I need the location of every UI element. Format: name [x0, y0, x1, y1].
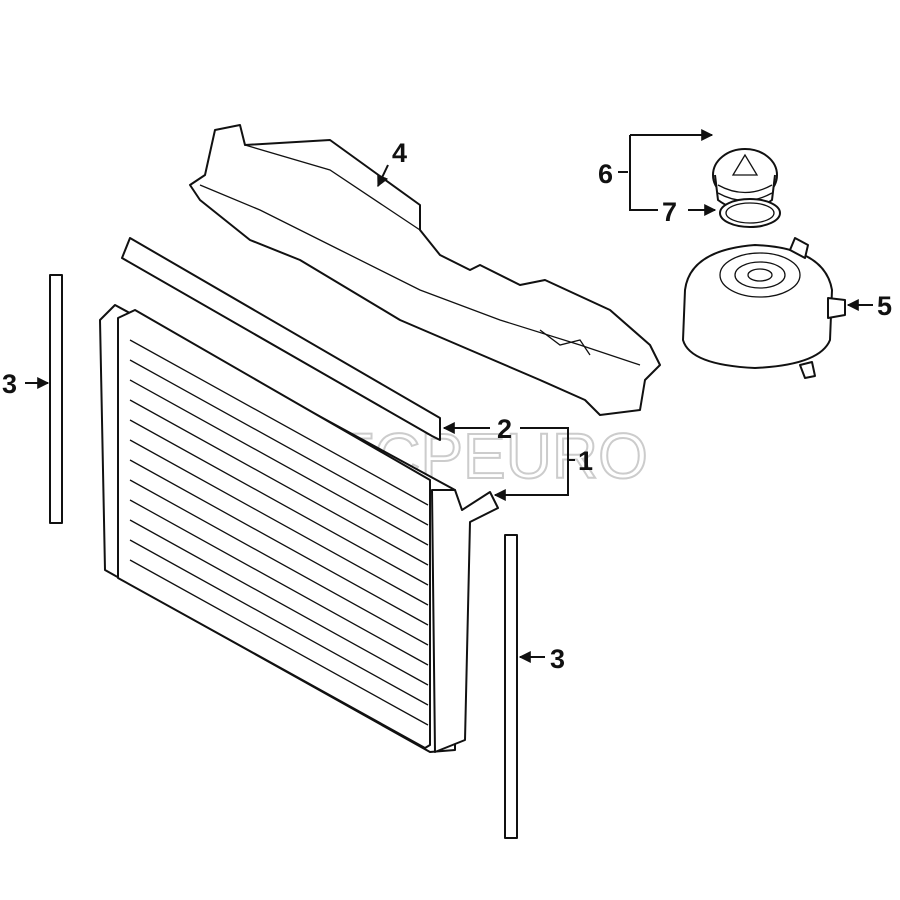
- callout-3-left: 3: [2, 369, 17, 399]
- callout-5: 5: [877, 291, 892, 321]
- cap-seal-ring-part: [719, 198, 781, 228]
- air-guide-part: [189, 124, 661, 416]
- callout-1: 1: [578, 446, 593, 476]
- callout-4: 4: [392, 138, 407, 168]
- callout-2: 2: [497, 414, 512, 444]
- callout-leaders: [25, 129, 873, 663]
- callout-7: 7: [662, 197, 677, 227]
- top-seal-part: [121, 237, 441, 441]
- callout-3-right: 3: [550, 644, 565, 674]
- callout-6: 6: [598, 159, 613, 189]
- left-seal-strip: [49, 274, 63, 524]
- radiator-part: [99, 304, 499, 753]
- coolant-reservoir-part: [682, 237, 846, 379]
- right-seal-strip: [504, 534, 518, 839]
